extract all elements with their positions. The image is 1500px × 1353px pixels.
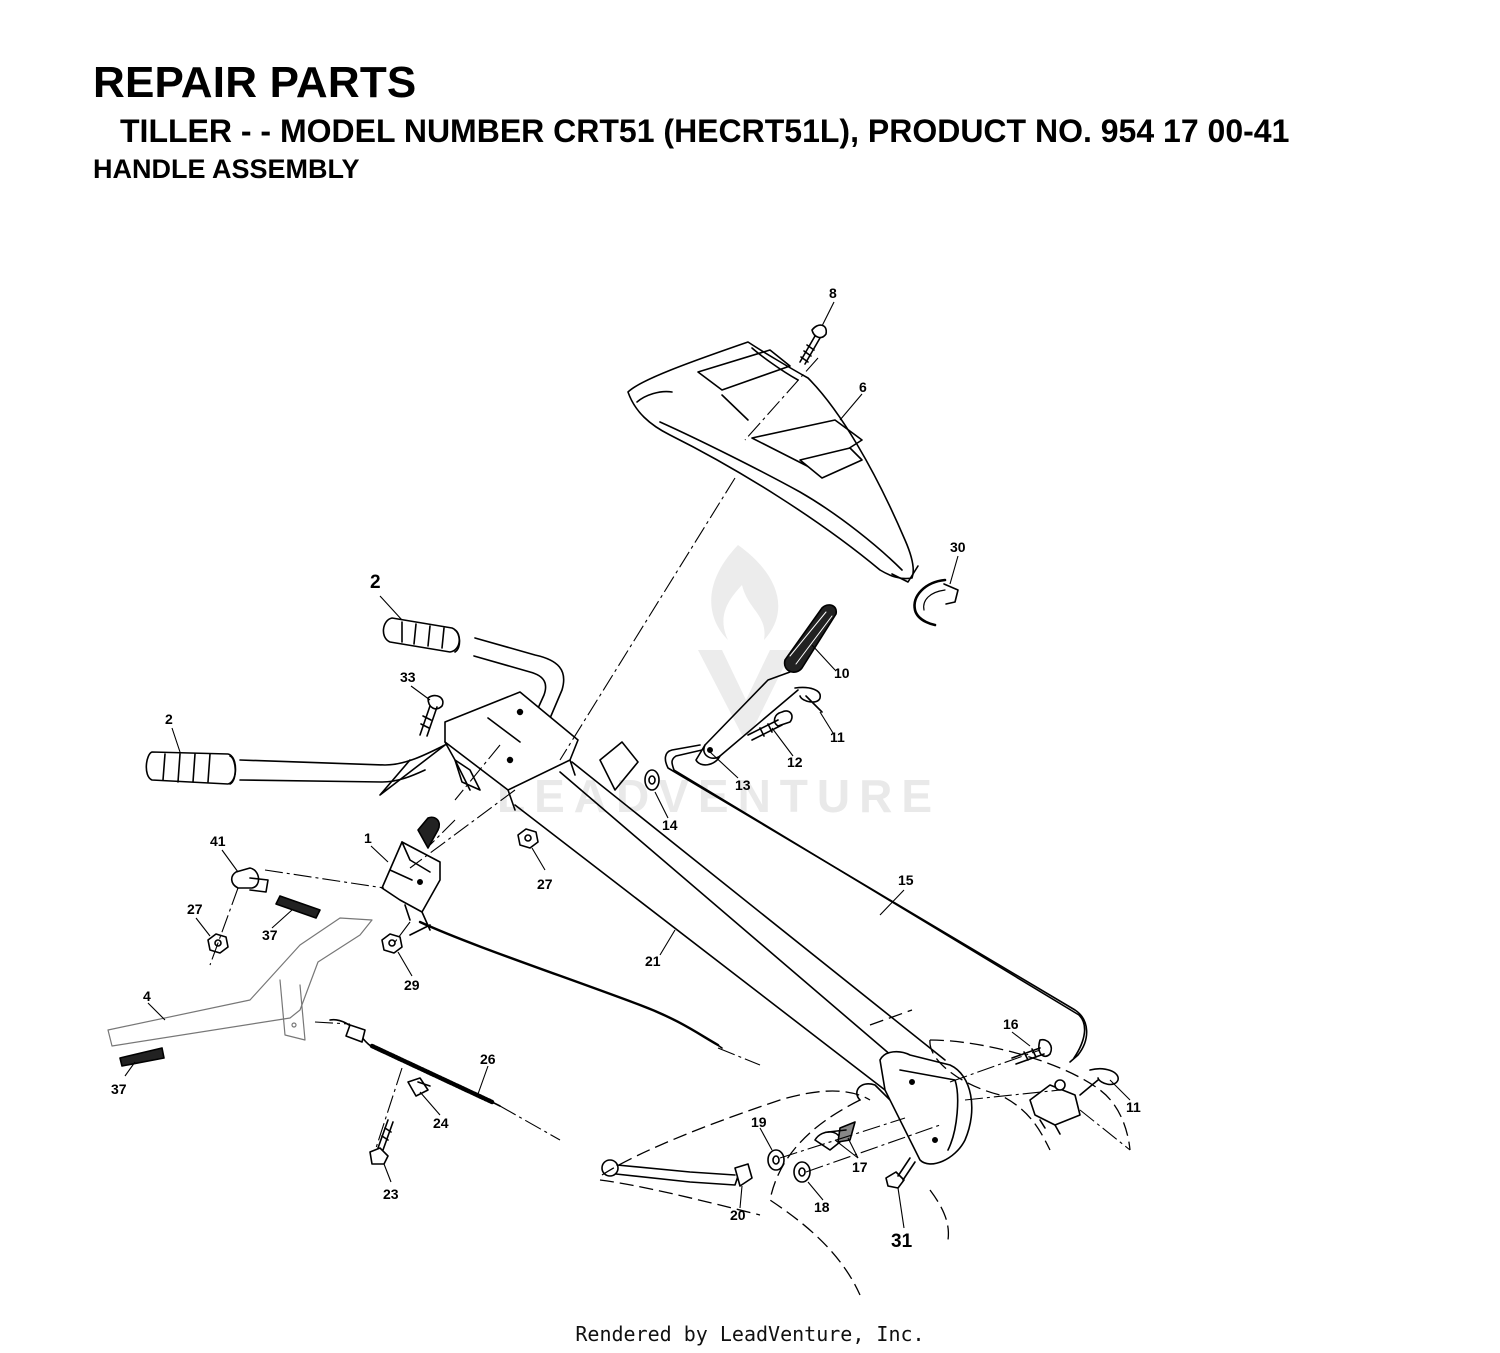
part-throttle-cable [418,920,720,1047]
part-handle-bar-upper [473,637,565,731]
part-depth-lever [601,1159,753,1187]
part-hairpin-upper [794,686,823,713]
callout-27-left: 27 [187,901,203,917]
callout-2-upper: 2 [370,572,381,593]
part-washer-18 [793,1161,811,1183]
part-clip-24 [407,1077,431,1097]
part-tine-bar [107,917,373,1047]
page-title: REPAIR PARTS [93,58,417,107]
part-handle-grip-upper [382,617,461,653]
section-title: HANDLE ASSEMBLY [93,154,360,184]
part-bolt-12 [747,710,793,741]
callout-11-lower: 11 [1126,1099,1141,1115]
callout-21: 21 [645,953,661,969]
callout-37-upper: 37 [262,927,278,943]
callout-33: 33 [400,669,416,685]
callout-15: 15 [898,872,914,888]
part-nut-29 [381,933,403,954]
callout-11-upper: 11 [830,729,845,745]
part-bolt-23 [369,1119,394,1165]
part-handle-grip-lower [145,751,237,785]
callout-12: 12 [787,754,803,770]
watermark-text: LEADVENTURE [497,770,941,822]
part-clutch-cable [329,1018,501,1107]
part-handle-tube [514,761,973,1165]
callout-30: 30 [950,539,966,555]
watermark-flame-icon [698,545,792,735]
callout-24: 24 [433,1115,449,1131]
part-spring-37a [275,895,321,919]
callout-1: 1 [364,830,372,846]
part-retaining-ring [913,578,959,627]
part-spring-37b [119,1047,165,1067]
part-washer-14 [644,769,660,791]
part-washer-19 [767,1149,785,1171]
part-handle-panel [627,341,919,583]
footer-credit: Rendered by LeadVenture, Inc. [575,1322,925,1346]
tiller-body-outline [599,1009,1131,1296]
callout-27-center: 27 [537,876,553,892]
page-subtitle: TILLER - - MODEL NUMBER CRT51 (HECRT51L)… [120,113,1290,149]
part-bolt-31 [885,1157,916,1189]
part-bolt-33 [419,694,444,737]
callout-29: 29 [404,977,420,993]
part-lever-grip [783,604,838,673]
callout-37-lower: 37 [111,1081,127,1097]
part-clip-41 [230,867,269,893]
part-screw-8 [799,324,828,365]
part-hairpin-lower [1079,1067,1119,1096]
callout-17: 17 [852,1159,868,1175]
part-shift-bracket [1029,1079,1081,1135]
part-bolt-16 [1011,1038,1053,1065]
callout-13: 13 [735,777,751,793]
callout-6: 6 [859,379,867,395]
part-handle-bracket [379,691,639,811]
callout-16: 16 [1003,1016,1019,1032]
callout-20: 20 [730,1207,746,1223]
part-cam-17 [814,1121,856,1151]
callout-8: 8 [829,285,837,301]
callout-31: 31 [891,1231,913,1252]
callout-19: 19 [751,1114,767,1130]
callout-2-lower: 2 [165,711,173,727]
callout-41: 41 [210,833,226,849]
leader-lines [209,357,1131,1173]
callout-labels: 8 6 30 2 2 10 33 11 12 13 14 1 41 27 15 … [111,285,1141,1252]
callout-14: 14 [662,817,678,833]
callout-leaders [124,301,1131,1229]
part-nut-27a [517,828,539,849]
part-control-bracket [381,816,441,931]
callout-4: 4 [143,988,151,1004]
callout-26: 26 [480,1051,496,1067]
callout-10: 10 [834,665,850,681]
part-shift-rod [664,744,1088,1063]
callout-18: 18 [814,1199,830,1215]
callout-23: 23 [383,1186,399,1202]
part-handle-bar-lower [239,744,446,783]
